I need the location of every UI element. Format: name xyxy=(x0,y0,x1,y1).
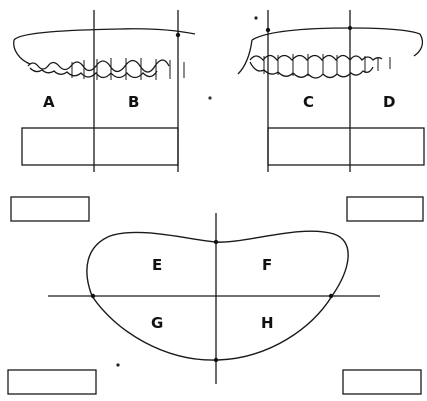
label-e: E xyxy=(152,256,162,274)
palate-top-dot xyxy=(214,240,218,244)
upper-left-landmark-dot xyxy=(176,33,180,37)
right-small-answer-box[interactable] xyxy=(347,197,423,221)
label-c: C xyxy=(303,93,314,111)
upper-left-teeth-row xyxy=(28,60,169,72)
top-mark-dot xyxy=(254,16,257,19)
palate-right-dot xyxy=(329,294,333,298)
upper-left-gum-line xyxy=(14,40,30,64)
label-b: B xyxy=(128,93,139,111)
upper-left-gum-outline xyxy=(14,29,195,40)
palate-bottom-dot xyxy=(214,358,218,362)
upper-left-answer-box[interactable] xyxy=(22,128,178,165)
upper-right-gum-edge xyxy=(414,34,422,56)
upper-right-tooth-dividers xyxy=(264,54,390,76)
center-mark-dot xyxy=(208,96,211,99)
upper-right-teeth-row xyxy=(250,56,382,61)
label-d: D xyxy=(383,93,395,111)
upper-right-gum-outline xyxy=(252,28,420,40)
upper-right-midline-dot xyxy=(348,26,352,30)
label-a: A xyxy=(43,93,55,111)
bottom-left-answer-box[interactable] xyxy=(8,370,96,394)
upper-right-arch xyxy=(238,28,422,78)
upper-left-arch xyxy=(14,29,195,80)
bottom-right-answer-box[interactable] xyxy=(343,370,421,394)
stray-dot xyxy=(116,363,119,366)
upper-right-gum-left xyxy=(238,40,252,74)
upper-right-landmark-dot xyxy=(266,28,270,32)
label-f: F xyxy=(262,256,272,274)
palate-left-dot xyxy=(91,294,95,298)
label-h: H xyxy=(261,314,274,332)
left-small-answer-box[interactable] xyxy=(11,197,89,221)
label-g: G xyxy=(151,314,163,332)
upper-right-answer-box[interactable] xyxy=(268,128,424,165)
